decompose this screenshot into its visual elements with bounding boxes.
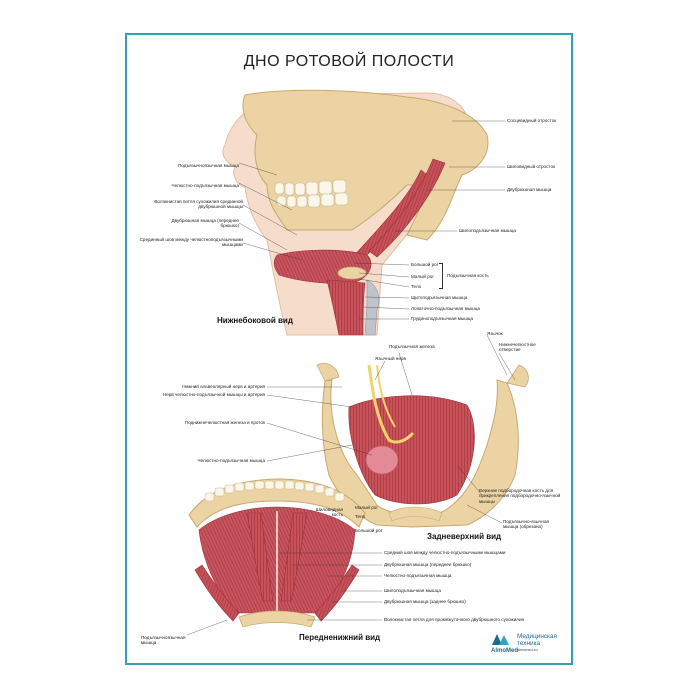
label-posterior-greater-horn: Большой рог: [355, 528, 383, 533]
label-stylohyoid: Шилоподъязычная мышца: [459, 228, 516, 233]
almomed-logo: AlmoMed Медицинская техника almomed.su: [491, 632, 571, 660]
label-anterior-stylohyoid: Шилоподъязычная мышца: [384, 588, 441, 593]
label-fibrous-loop: Волокнистая петля сухожилия срединной дв…: [154, 199, 243, 210]
label-hyoglossus: Подъязычноязычная мышца: [177, 163, 239, 168]
label-digastric-anterior: Двубрюшная мышца (переднее брюшко): [171, 218, 240, 229]
label-mylohyoid-nerve: Нерв челюстно-подъязычной мышцы и артери…: [162, 392, 265, 397]
anterior-view-art: [188, 478, 366, 628]
view-title-anterior: Передненижний вид: [299, 633, 381, 642]
logo-brand: AlmoMed: [491, 648, 518, 654]
label-lesser-horn: Малый рог: [411, 274, 435, 279]
posterior-view-art: [316, 362, 529, 528]
almomed-logo-icon: [492, 634, 509, 645]
label-thyrohyoid: Щитоподъязычная мышца: [411, 295, 468, 300]
label-mylohyoid-posterior: Челюстно-подъязычная мышца: [197, 458, 265, 463]
label-hyoid-bone: Подъязычная кость: [447, 273, 489, 278]
label-posterior-body: Тело: [355, 514, 366, 519]
label-styloid-process: Шиловидный отросток: [507, 164, 556, 169]
label-sublingual-gland: Подъязычная железа: [389, 344, 435, 349]
label-posterior-lesser-horn: Малый рог: [355, 505, 379, 510]
label-digastric: Двубрюшная мышца: [507, 187, 552, 192]
label-inferior-alveolar: Нижний альвеолярный нерв и артерия: [182, 384, 265, 389]
label-anterior-fibrous-loop: Волокнистая петля для промежуточного дву…: [384, 617, 525, 622]
logo-name: Медицинская техника: [517, 633, 557, 647]
label-lingual-nerve: Язычный нерв: [375, 356, 406, 361]
label-anterior-digastric-anterior: Двубрюшная мышца (переднее брюшко): [384, 562, 472, 567]
poster: ДНО РОТОВОЙ ПОЛОСТИ: [125, 33, 573, 665]
label-sternohyoid: Грудиноподъязычная мышца: [411, 316, 474, 321]
label-mandibular-foramen: Нижнечелюстное отверстие: [499, 342, 536, 353]
anatomy-illustration: [186, 89, 529, 636]
lateral-view-art: [222, 89, 489, 336]
label-anterior-mylohyoid: Челюстно-подъязычная мышца: [384, 573, 452, 578]
label-greater-horn: Большой рог: [411, 262, 439, 267]
leader-lines: [186, 120, 516, 636]
hyoid-bracket: [439, 263, 443, 289]
logo-name-line2: техника: [517, 640, 541, 647]
label-anterior-raphe: Средний шов между челюстно-подъязычными …: [384, 550, 506, 555]
label-genial-tubercle: Верхние подбородочная кость для прикрепл…: [479, 488, 561, 504]
logo-site: almomed.su: [517, 648, 538, 652]
label-mastoid-process: Сосцевидный отросток: [507, 118, 557, 123]
label-hyoid-body: Тело: [411, 284, 422, 289]
label-anterior-digastric-posterior: Двубрюшная мышца (заднее брюшко): [384, 599, 466, 604]
label-omohyoid: Лопаточно-подъязычная мышца: [411, 306, 480, 311]
label-submandibular-gland: Поднижнечелюстная железа и проток: [184, 420, 265, 425]
logo-name-line1: Медицинская: [517, 633, 558, 640]
view-title-lateral: Нижнебоковой вид: [217, 316, 293, 325]
label-anterior-hyoglossus: Подъязычноязычная мышца: [141, 635, 186, 646]
label-hyoglossus-cut: Подъязычно-язычная мышца (обрезана): [503, 519, 549, 530]
label-lingula: Язычок: [487, 331, 503, 336]
label-styloid-bone: Шиловидная кость: [315, 507, 343, 518]
label-median-raphe: Срединный шов между челюстноподъязычными…: [139, 237, 243, 248]
label-mylohyoid: Челюстно-подъязычная мышца: [171, 183, 239, 188]
view-title-posterior: Задневерхний вид: [427, 532, 502, 541]
poster-title: ДНО РОТОВОЙ ПОЛОСТИ: [243, 53, 455, 70]
